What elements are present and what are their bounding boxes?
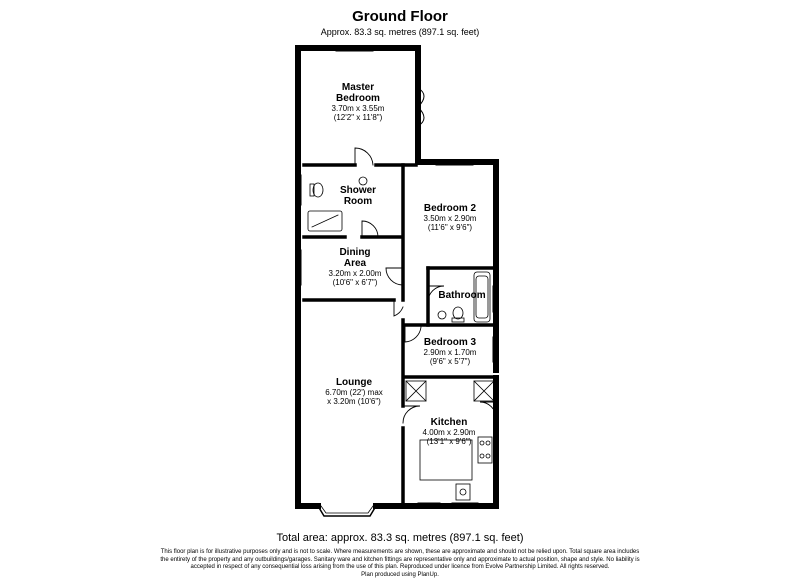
window-shower xyxy=(297,174,302,206)
room-bedroom-2: Bedroom 2 3.50m x 2.90m (11'6" x 9'6") xyxy=(410,203,490,232)
door-kitchen xyxy=(402,405,421,424)
room-dimensions: 6.70m (22') max xyxy=(325,388,383,397)
door-bedroom3 xyxy=(404,324,422,343)
room-dimensions: x 3.20m (10'6") xyxy=(327,397,381,406)
room-shower-room: Shower Room xyxy=(330,185,386,207)
room-name: Bedroom xyxy=(336,93,380,104)
kitchen-fittings xyxy=(419,436,493,501)
room-dimensions: 2.90m x 1.70m xyxy=(423,348,477,357)
door-bedroom2 xyxy=(385,267,404,286)
room-name: Lounge xyxy=(335,377,373,388)
door-kitchen-side xyxy=(479,401,497,419)
window-bedroom2 xyxy=(435,161,474,166)
floor-area-subtitle: Approx. 83.3 sq. metres (897.1 sq. feet) xyxy=(320,27,480,37)
disclaimer-line: This floor plan is for illustrative purp… xyxy=(160,549,640,555)
room-kitchen: Kitchen 4.00m x 2.90m (13'1" x 9'6") xyxy=(407,417,491,446)
room-dimensions: (11'6" x 9'6") xyxy=(427,223,473,232)
room-dimensions: (13'1" x 9'6") xyxy=(426,437,472,446)
room-lounge: Lounge 6.70m (22') max x 3.20m (10'6") xyxy=(308,377,400,406)
outer-wall xyxy=(373,399,499,509)
bathroom-fittings xyxy=(437,271,491,323)
room-name: Master xyxy=(341,82,375,93)
disclaimer-line: the entirety of the property and any out… xyxy=(160,556,640,563)
window-master xyxy=(335,47,374,52)
room-name: Shower xyxy=(339,185,377,196)
door-bathroom xyxy=(427,285,445,303)
room-bathroom: Bathroom xyxy=(430,290,494,301)
window-kitchen xyxy=(417,502,479,507)
room-dimensions: 4.00m x 2.90m xyxy=(422,428,476,437)
room-name: Bedroom 3 xyxy=(423,337,477,348)
storage-cupboard xyxy=(405,380,495,402)
total-area: Total area: approx. 83.3 sq. metres (897… xyxy=(276,532,524,544)
room-name: Bedroom 2 xyxy=(423,203,477,214)
floor-title: Ground Floor xyxy=(352,8,448,25)
door-dining xyxy=(393,299,404,317)
window-bathroom xyxy=(492,285,497,313)
disclaimer-line: accepted in respect of any consequential… xyxy=(190,564,610,571)
bay-window xyxy=(320,505,374,514)
room-name: Bathroom xyxy=(438,290,486,301)
room-bedroom-3: Bedroom 3 2.90m x 1.70m (9'6" x 5'7") xyxy=(408,337,492,366)
room-dimensions: (12'2" x 11'8") xyxy=(333,113,383,122)
window-bedroom3 xyxy=(492,336,497,363)
room-dimensions: 3.50m x 2.90m xyxy=(423,214,477,223)
room-name: Area xyxy=(343,258,367,269)
window-dining xyxy=(297,249,302,286)
room-name: Dining xyxy=(339,247,371,258)
room-name: Kitchen xyxy=(430,417,468,428)
room-dimensions: (9'6" x 5'7") xyxy=(429,357,471,366)
disclaimer: This floor plan is for illustrative purp… xyxy=(140,549,660,579)
room-dimensions: 3.20m x 2.00m xyxy=(328,269,382,278)
door-shower-bottom xyxy=(361,220,379,238)
room-dimensions: 3.70m x 3.55m xyxy=(331,104,385,113)
door-master-french xyxy=(417,87,425,127)
room-dimensions: (10'6" x 6'7") xyxy=(332,278,378,287)
room-name: Room xyxy=(343,196,373,207)
disclaimer-line: Plan produced using PlanUp. xyxy=(361,571,439,578)
bay-window xyxy=(316,504,378,517)
shower-fittings xyxy=(307,176,368,232)
room-master-bedroom: Master Bedroom 3.70m x 3.55m (12'2" x 11… xyxy=(318,82,398,122)
room-dining-area: Dining Area 3.20m x 2.00m (10'6" x 6'7") xyxy=(313,247,397,287)
door-shower-top xyxy=(354,147,374,166)
